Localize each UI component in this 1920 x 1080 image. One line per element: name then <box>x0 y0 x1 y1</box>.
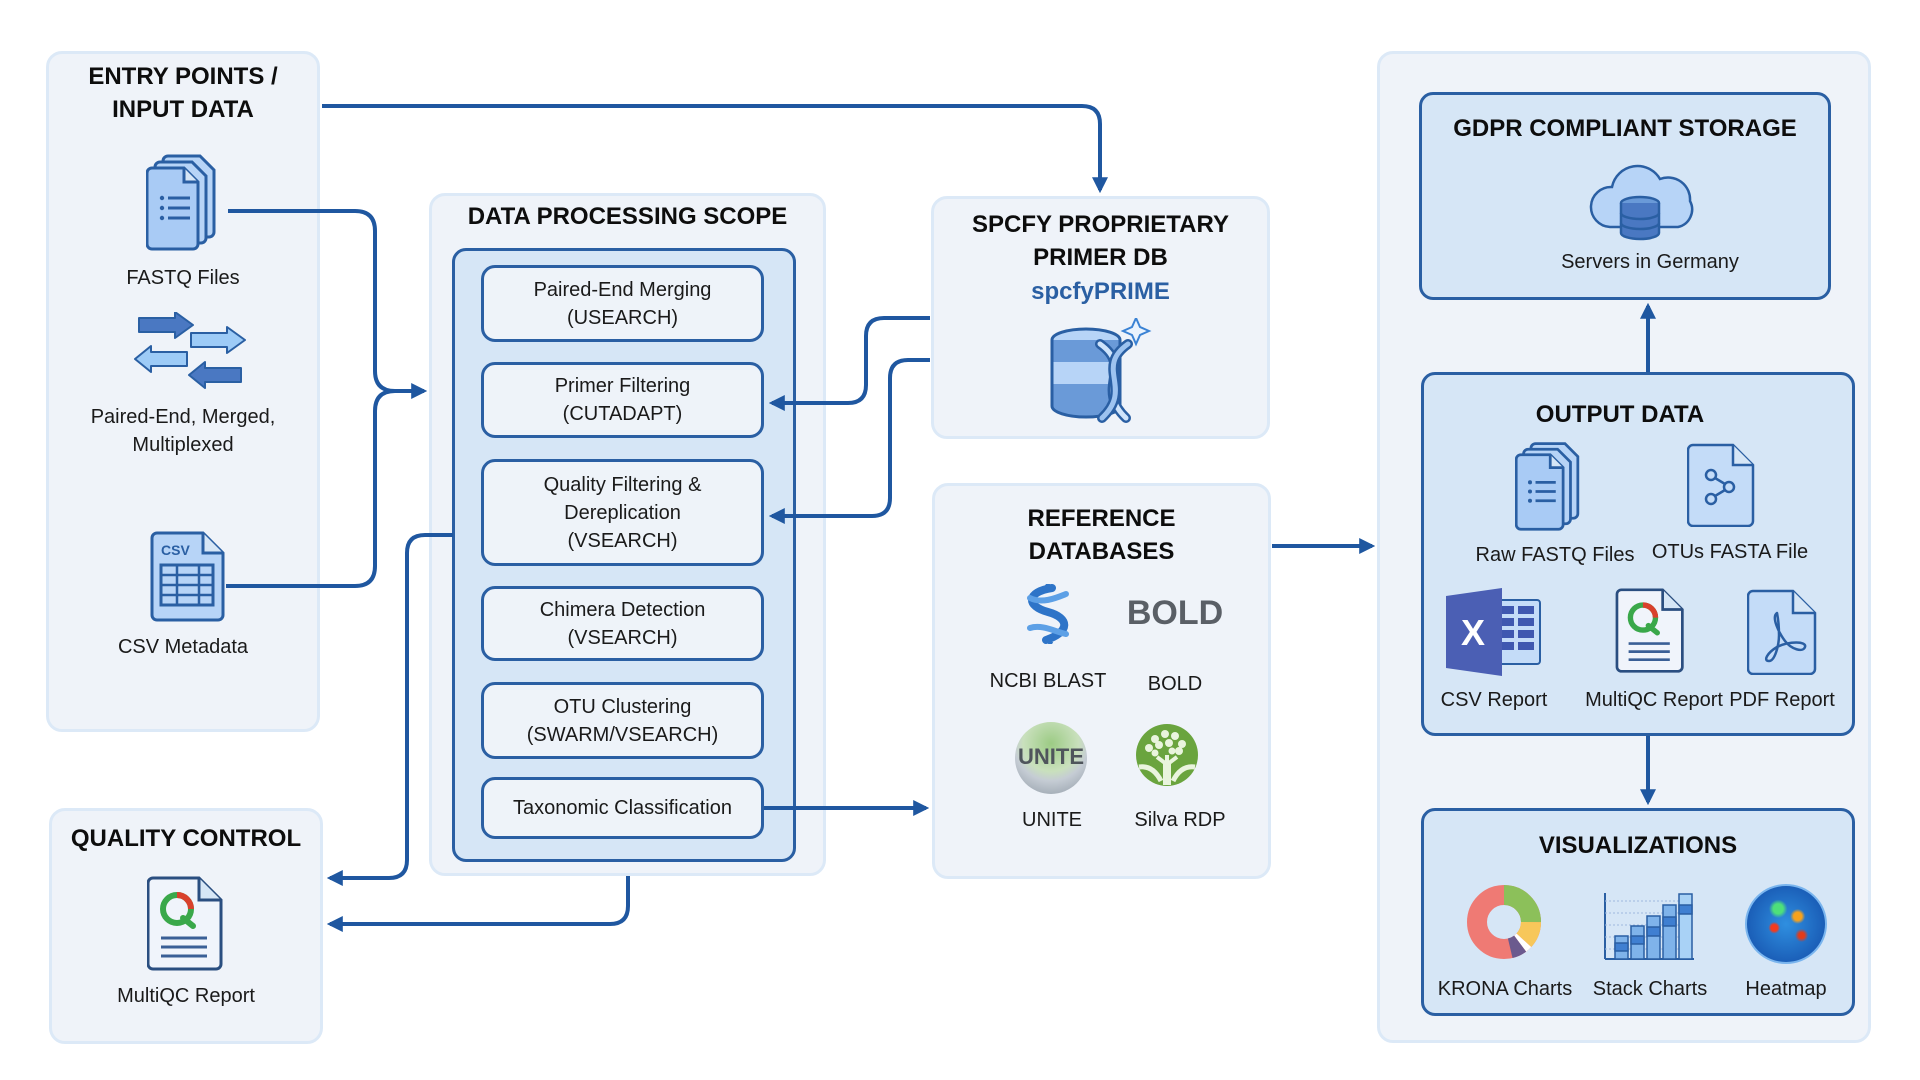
pdf-report-label: PDF Report <box>1729 689 1835 711</box>
connector-entry-to-primer-db <box>322 104 1108 194</box>
fastq-files-label: FASTQ Files <box>126 267 240 289</box>
multiqc-report-icon <box>147 876 223 971</box>
multiqc-report-icon-output <box>1615 588 1684 673</box>
csv-file-icon: CSV <box>150 531 225 622</box>
step-primer-filtering[interactable]: Primer Filtering (CUTADAPT) <box>481 362 764 438</box>
excel-glyph: X <box>1461 612 1485 653</box>
entry-points-title: ENTRY POINTS / INPUT DATA <box>88 63 278 123</box>
donut-chart-icon <box>1467 885 1541 959</box>
raw-fastq-label: Raw FASTQ Files <box>1475 544 1635 566</box>
processing-title: DATA PROCESSING SCOPE <box>467 203 788 230</box>
output-data-box <box>1421 372 1855 736</box>
primer-db-title: SPCFY PROPRIETARY PRIMER DB <box>972 211 1229 271</box>
globe-heatmap-icon <box>1745 884 1827 964</box>
reference-db-panel <box>932 483 1271 879</box>
unite-logo <box>1015 722 1087 794</box>
csv-metadata-label: CSV Metadata <box>117 636 249 658</box>
krona-charts-label: KRONA Charts <box>1437 978 1573 1000</box>
step-quality-filtering[interactable]: Quality Filtering & Dereplication (VSEAR… <box>481 459 764 566</box>
otus-fasta-label: OTUs FASTA File <box>1651 541 1809 563</box>
pdf-file-icon <box>1747 589 1817 675</box>
gdpr-storage-box <box>1419 92 1831 300</box>
csv-icon-text: CSV <box>161 542 190 558</box>
storage-caption: Servers in Germany <box>1561 251 1739 273</box>
primer-db-subtitle: spcfyPRIME <box>1031 278 1170 305</box>
paired-end-label: Paired-End, Merged, Multiplexed <box>90 406 276 456</box>
raw-fastq-icon <box>1515 442 1580 531</box>
step-otu-clustering[interactable]: OTU Clustering (SWARM/VSEARCH) <box>481 682 764 759</box>
multiqc-report-label: MultiQC Report <box>1585 689 1723 711</box>
ncbi-blast-label: NCBI BLAST <box>989 670 1107 692</box>
silva-rdp-label: Silva RDP <box>1134 809 1226 831</box>
unite-label: UNITE <box>1022 809 1082 831</box>
qc-multiqc-label: MultiQC Report <box>117 985 255 1007</box>
fasta-share-file-icon <box>1687 443 1755 527</box>
step-taxonomic-classification[interactable]: Taxonomic Classification <box>481 777 764 839</box>
stack-charts-label: Stack Charts <box>1592 978 1708 1000</box>
bold-label: BOLD <box>1147 673 1203 695</box>
database-dna-icon <box>1050 318 1152 423</box>
silva-tree-logo <box>1136 724 1198 786</box>
connector-processing-bottom-to-qc <box>326 876 630 932</box>
reference-db-title: REFERENCE DATABASES <box>1027 505 1176 565</box>
heatmap-label: Heatmap <box>1745 978 1827 1000</box>
bidirectional-arrows-icon <box>134 312 246 389</box>
excel-icon: X <box>1446 588 1541 676</box>
unite-logo-text: UNITE <box>1018 744 1084 769</box>
visualizations-title: VISUALIZATIONS <box>1538 832 1738 859</box>
gdpr-storage-title: GDPR COMPLIANT STORAGE <box>1453 115 1797 142</box>
quality-control-title: QUALITY CONTROL <box>70 825 302 852</box>
output-data-title: OUTPUT DATA <box>1535 401 1705 428</box>
stacked-documents-icon <box>146 154 216 251</box>
csv-report-label: CSV Report <box>1440 689 1548 711</box>
bold-logo: BOLD <box>1126 594 1224 632</box>
step-paired-end-merging[interactable]: Paired-End Merging (USEARCH) <box>481 265 764 342</box>
ncbi-blast-logo <box>1027 584 1069 644</box>
stacked-bar-chart-icon <box>1604 893 1694 960</box>
step-chimera-detection[interactable]: Chimera Detection (VSEARCH) <box>481 586 764 661</box>
cloud-database-icon <box>1589 164 1694 241</box>
